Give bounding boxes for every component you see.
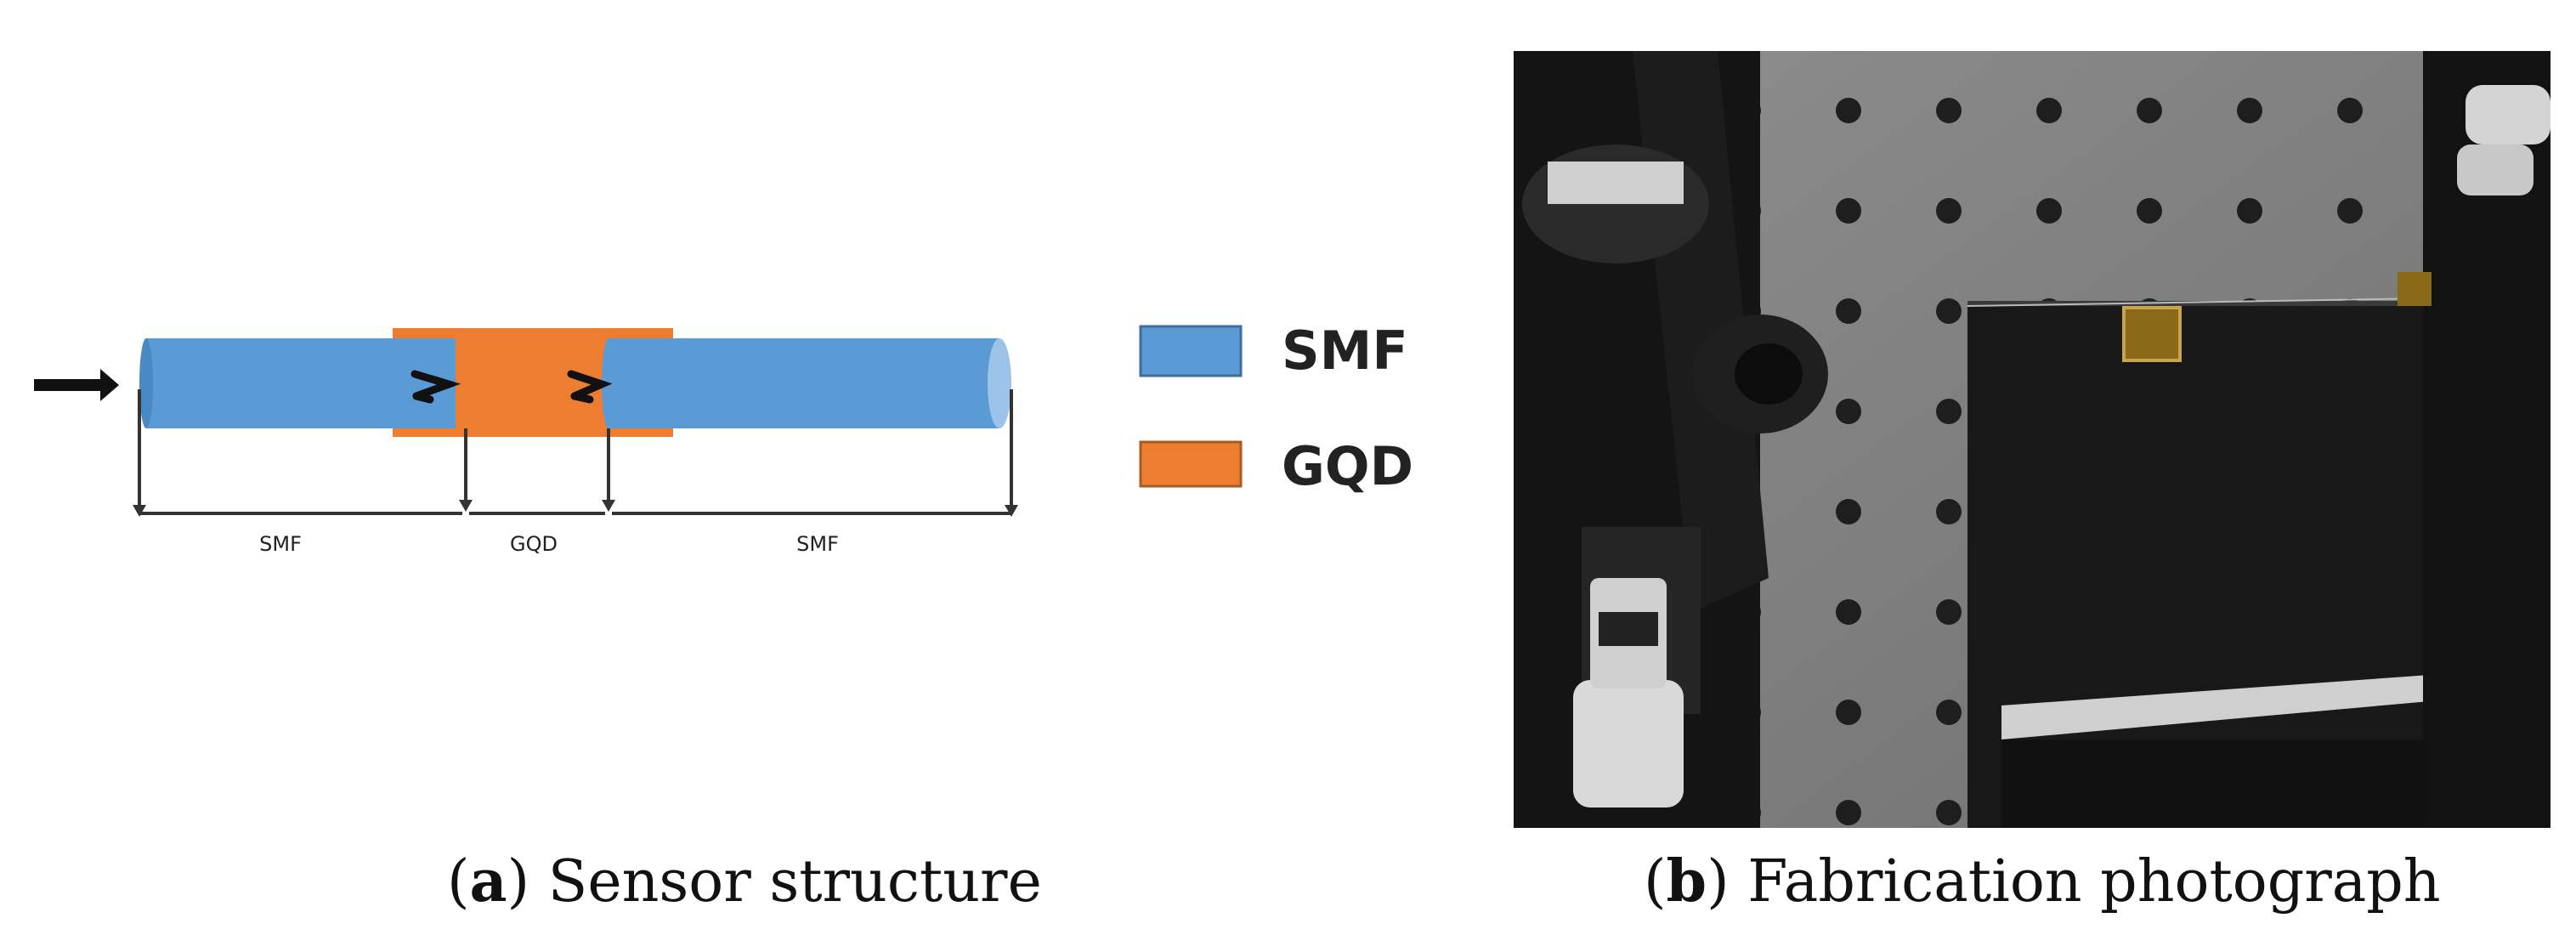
sensor-housing [1967, 301, 2477, 828]
optical-fiber [1967, 297, 2478, 307]
dimension-lines [133, 389, 1018, 517]
legend-label-smf: SMF [1282, 320, 1408, 382]
input-arrow [34, 369, 119, 401]
micrometer-knob [1573, 578, 1684, 808]
legend-swatch-gqd [1139, 440, 1243, 488]
sensor-structure-diagram: SMF GQD SMF SMF GQD [34, 320, 1413, 556]
caption-b-label: b [1666, 847, 1707, 915]
caption-b-text: Fabrication photograph [1747, 848, 2441, 915]
reflection-arrow-left [410, 370, 461, 404]
fabrication-photograph [1514, 51, 2551, 828]
legend: SMF GQD [1139, 320, 1413, 497]
smf-left-fiber [139, 338, 462, 428]
gqd-sample-chip [2122, 306, 2182, 362]
caption-a-text: Sensor structure [547, 848, 1042, 915]
translation-stage-left [1514, 51, 1828, 828]
legend-swatch-smf [1139, 325, 1243, 377]
segment-label-smf-left: SMF [259, 532, 302, 556]
segment-label-gqd: GQD [510, 532, 558, 556]
translation-stage-right [2398, 51, 2551, 828]
reflection-arrow-right [567, 370, 613, 404]
caption-fabrication-photograph: (b) Fabrication photograph [1644, 847, 2441, 915]
segment-label-smf-right: SMF [796, 532, 839, 556]
gqd-section [456, 338, 609, 428]
caption-sensor-structure: (a) Sensor structure [447, 847, 1042, 915]
caption-a-label: a [469, 847, 507, 915]
legend-label-gqd: GQD [1282, 435, 1413, 497]
smf-right-fiber [602, 338, 1011, 428]
